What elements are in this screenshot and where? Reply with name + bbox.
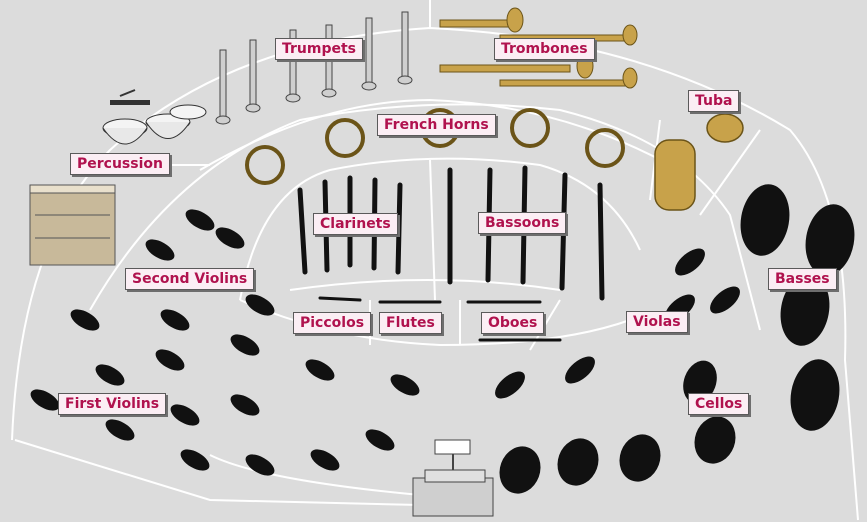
trombones-label: Trombones [494,38,595,60]
tuba-instrument [655,114,743,210]
conductor-podium [413,440,493,516]
violas-label: Violas [626,311,688,333]
piccolos-label: Piccolos [293,312,371,334]
first-violins-label: First Violins [58,393,166,415]
oboes-label: Oboes [481,312,544,334]
trumpets-label: Trumpets [275,38,363,60]
bassoons-label: Bassoons [478,212,566,234]
second-violins-label: Second Violins [125,268,254,290]
french-horns-label: French Horns [377,114,496,136]
cellos-label: Cellos [688,393,749,415]
basses-label: Basses [768,268,837,290]
percussion-instruments [30,90,206,265]
tuba-label: Tuba [688,90,739,112]
flutes-label: Flutes [379,312,442,334]
percussion-label: Percussion [70,153,170,175]
clarinets-label: Clarinets [313,213,398,235]
